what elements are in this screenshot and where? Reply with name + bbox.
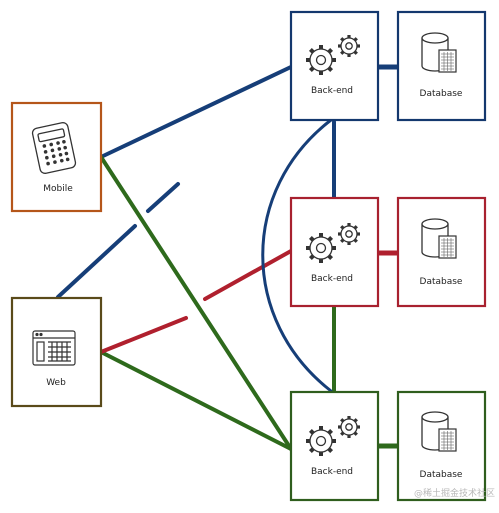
backend-bot-label: Back-end [311, 467, 353, 477]
database-top-label: Database [420, 89, 463, 99]
backend-mid-label: Back-end [311, 274, 353, 284]
backend-top-label: Back-end [311, 86, 353, 96]
mobile-label: Mobile [43, 184, 73, 194]
database-node-bot: Database [396, 390, 487, 502]
link-web-backend-bot [99, 350, 293, 451]
web-node: Web [10, 296, 103, 408]
link-web-backend-mid-left [99, 316, 188, 354]
link-web-backend-top-upper [146, 182, 180, 213]
connections [56, 64, 401, 451]
database-bot-label: Database [420, 470, 463, 480]
link-web-backend-top-lower [56, 224, 137, 299]
database-node-mid: Database [396, 196, 487, 308]
link-mobile-backend-top [99, 64, 295, 159]
mobile-node: Mobile [10, 101, 103, 213]
link-backend-top-bot-arc [261, 118, 333, 393]
browser-grid-icon [32, 330, 76, 366]
link-web-backend-mid-right [203, 249, 293, 301]
database-mid-label: Database [420, 277, 463, 287]
backend-node-bot: Back-end [289, 390, 380, 502]
backend-node-mid: Back-end [289, 196, 380, 308]
web-label: Web [46, 378, 66, 388]
backend-node-top: Back-end [289, 10, 380, 122]
link-mobile-backend-bot [99, 155, 293, 451]
database-node-top: Database [396, 10, 487, 122]
watermark: @稀土掘金技术社区 [414, 487, 495, 499]
smartphone-icon [31, 122, 77, 174]
